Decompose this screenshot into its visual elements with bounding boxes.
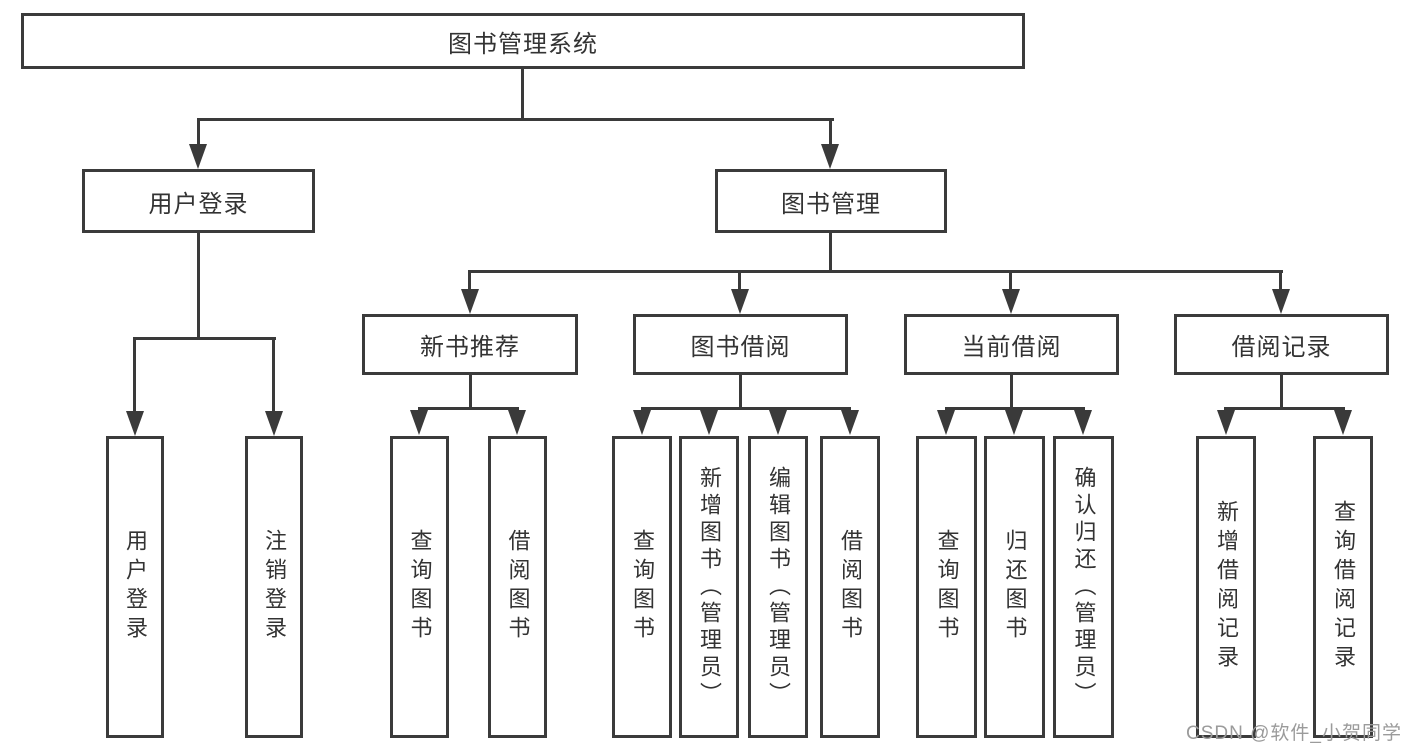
connector-line [133, 340, 136, 414]
connector-line [1224, 407, 1345, 410]
arrow-down-icon [700, 410, 718, 435]
connector-line [469, 375, 472, 407]
node-book-borrow: 图书借阅 [633, 314, 848, 375]
connector-line [641, 407, 851, 410]
arrow-down-icon [461, 289, 479, 314]
connector-line [738, 273, 741, 291]
leaf-user-login: 用户登录 [106, 436, 164, 738]
arrow-down-icon [841, 410, 859, 435]
arrow-down-icon [1272, 289, 1290, 314]
leaf-query-books-newbook: 查询图书 [390, 436, 449, 738]
connector-line [133, 337, 276, 340]
node-borrow-records: 借阅记录 [1174, 314, 1389, 375]
node-new-book-recommend: 新书推荐 [362, 314, 578, 375]
connector-line [739, 375, 742, 407]
connector-line [197, 121, 200, 147]
connector-line [272, 340, 275, 414]
leaf-logout: 注销登录 [245, 436, 303, 738]
leaf-borrow-books-newbook: 借阅图书 [488, 436, 547, 738]
node-user-login: 用户登录 [82, 169, 315, 233]
arrow-down-icon [189, 144, 207, 169]
connector-line [468, 270, 1283, 273]
arrow-down-icon [508, 410, 526, 435]
arrow-down-icon [1334, 410, 1352, 435]
leaf-add-book-admin: 新增图书（管理员） [679, 436, 739, 738]
arrow-down-icon [769, 410, 787, 435]
connector-line [1279, 273, 1282, 291]
connector-line [197, 233, 200, 337]
leaf-borrow-books-borrow: 借阅图书 [820, 436, 880, 738]
connector-line [829, 233, 832, 270]
arrow-down-icon [126, 411, 144, 436]
connector-line [468, 273, 471, 291]
connector-line [1009, 273, 1012, 291]
leaf-query-books-current: 查询图书 [916, 436, 977, 738]
root-node-library-management-system: 图书管理系统 [21, 13, 1025, 69]
leaf-return-book: 归还图书 [984, 436, 1045, 738]
arrow-down-icon [1074, 410, 1092, 435]
arrow-down-icon [410, 410, 428, 435]
connector-line [945, 407, 1085, 410]
arrow-down-icon [937, 410, 955, 435]
arrow-down-icon [265, 411, 283, 436]
leaf-edit-book-admin: 编辑图书（管理员） [748, 436, 808, 738]
connector-line [1280, 375, 1283, 407]
leaf-confirm-return-admin: 确认归还（管理员） [1053, 436, 1114, 738]
node-book-management: 图书管理 [715, 169, 947, 233]
arrow-down-icon [1217, 410, 1235, 435]
leaf-query-borrow-record: 查询借阅记录 [1313, 436, 1373, 738]
node-current-borrow: 当前借阅 [904, 314, 1119, 375]
arrow-down-icon [1005, 410, 1023, 435]
arrow-down-icon [731, 289, 749, 314]
leaf-add-borrow-record: 新增借阅记录 [1196, 436, 1256, 738]
connector-line [1010, 375, 1013, 407]
arrow-down-icon [821, 144, 839, 169]
leaf-query-books-borrow: 查询图书 [612, 436, 672, 738]
connector-line [521, 69, 524, 118]
connector-line [418, 407, 519, 410]
connector-line [197, 118, 834, 121]
connector-line [829, 121, 832, 147]
arrow-down-icon [1002, 289, 1020, 314]
csdn-watermark: CSDN @软件_小贺同学 [1186, 723, 1402, 744]
arrow-down-icon [633, 410, 651, 435]
